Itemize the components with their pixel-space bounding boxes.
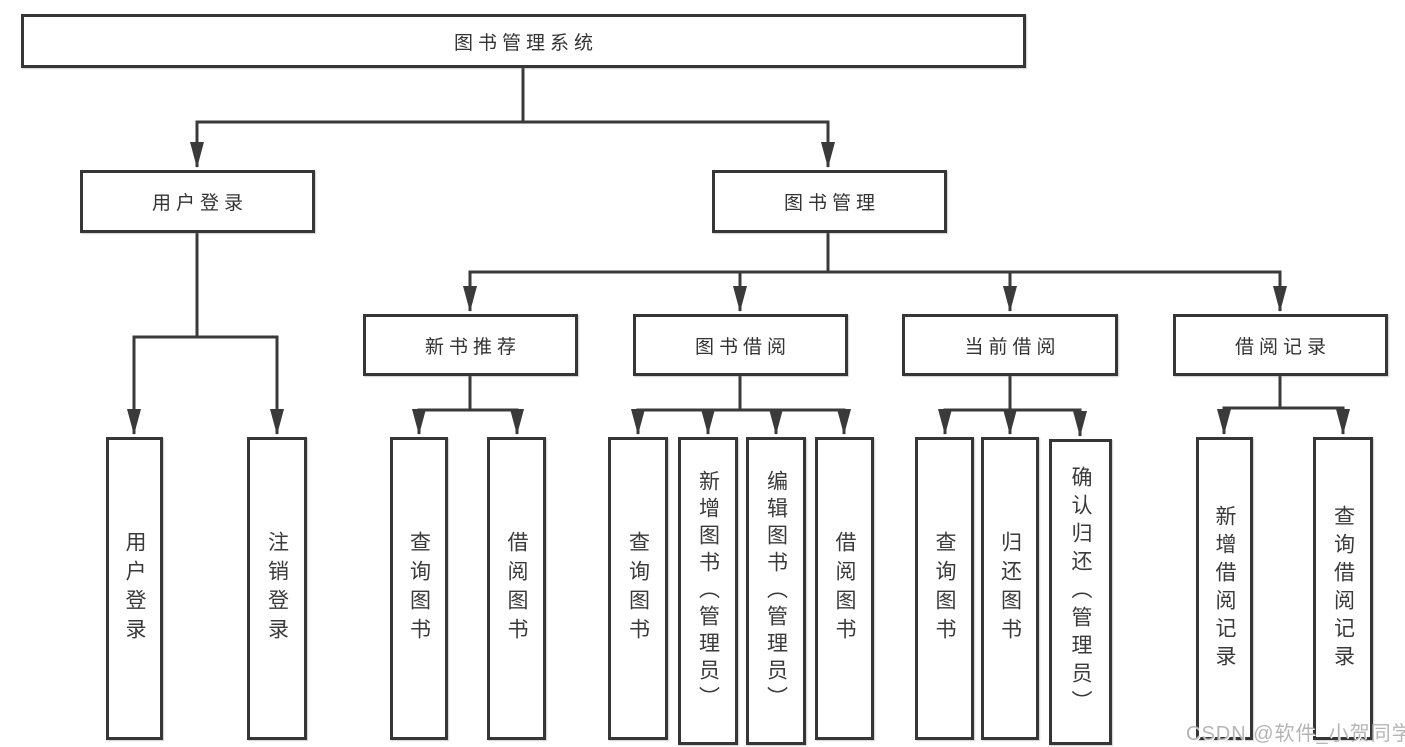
leaf-label: 新增借阅记录 <box>1213 504 1236 673</box>
leaf-label: 编辑图书（管理员） <box>764 469 788 713</box>
leaf-user-login: 用户登录 <box>106 437 163 740</box>
node-label: 图书借阅 <box>694 336 791 358</box>
leaf-query-books-recommend: 查询图书 <box>390 437 448 740</box>
node-borrowing-records: 借阅记录 <box>1173 314 1388 376</box>
leaf-borrow-books: 借阅图书 <box>815 437 874 740</box>
node-library-management-system: 图书管理系统 <box>21 14 1026 68</box>
leaf-label: 新增图书（管理员） <box>696 469 720 713</box>
node-label: 借阅记录 <box>1234 336 1331 358</box>
node-label: 图书管理系统 <box>453 32 598 54</box>
leaf-add-borrow-record: 新增借阅记录 <box>1196 437 1253 740</box>
leaf-query-books-borrow: 查询图书 <box>608 437 668 740</box>
leaf-confirm-return-admin: 确认归还（管理员） <box>1049 439 1112 745</box>
leaf-label: 查询图书 <box>407 530 431 647</box>
leaf-edit-book-admin: 编辑图书（管理员） <box>746 437 806 745</box>
leaf-label: 注销登录 <box>265 530 289 647</box>
leaf-label: 查询借阅记录 <box>1331 504 1355 673</box>
node-book-borrowing: 图书借阅 <box>633 314 848 376</box>
leaf-label: 用户登录 <box>123 530 146 647</box>
node-label: 当前借阅 <box>964 336 1061 358</box>
leaf-query-books-current: 查询图书 <box>915 437 974 740</box>
leaf-return-books: 归还图书 <box>981 437 1039 740</box>
leaf-label: 确认归还（管理员） <box>1069 466 1092 718</box>
leaf-label: 归还图书 <box>998 530 1022 647</box>
csdn-watermark: CSDN @软件_小贺同学 <box>1186 723 1405 745</box>
node-new-book-recommendation: 新书推荐 <box>363 314 578 376</box>
leaf-add-book-admin: 新增图书（管理员） <box>678 437 738 745</box>
leaf-borrow-books-recommend: 借阅图书 <box>487 437 546 740</box>
leaf-label: 查询图书 <box>933 530 956 647</box>
node-user-login: 用户登录 <box>80 170 315 233</box>
leaf-label: 查询图书 <box>626 530 650 647</box>
leaf-query-borrow-record: 查询借阅记录 <box>1313 437 1373 740</box>
node-label: 新书推荐 <box>424 336 521 358</box>
leaf-label: 借阅图书 <box>505 530 528 647</box>
leaf-logout: 注销登录 <box>247 437 307 740</box>
leaf-label: 借阅图书 <box>833 530 856 647</box>
node-current-borrowing: 当前借阅 <box>902 314 1118 376</box>
node-label: 图书管理 <box>783 193 880 214</box>
node-book-management: 图书管理 <box>712 170 947 233</box>
node-label: 用户登录 <box>151 193 248 214</box>
